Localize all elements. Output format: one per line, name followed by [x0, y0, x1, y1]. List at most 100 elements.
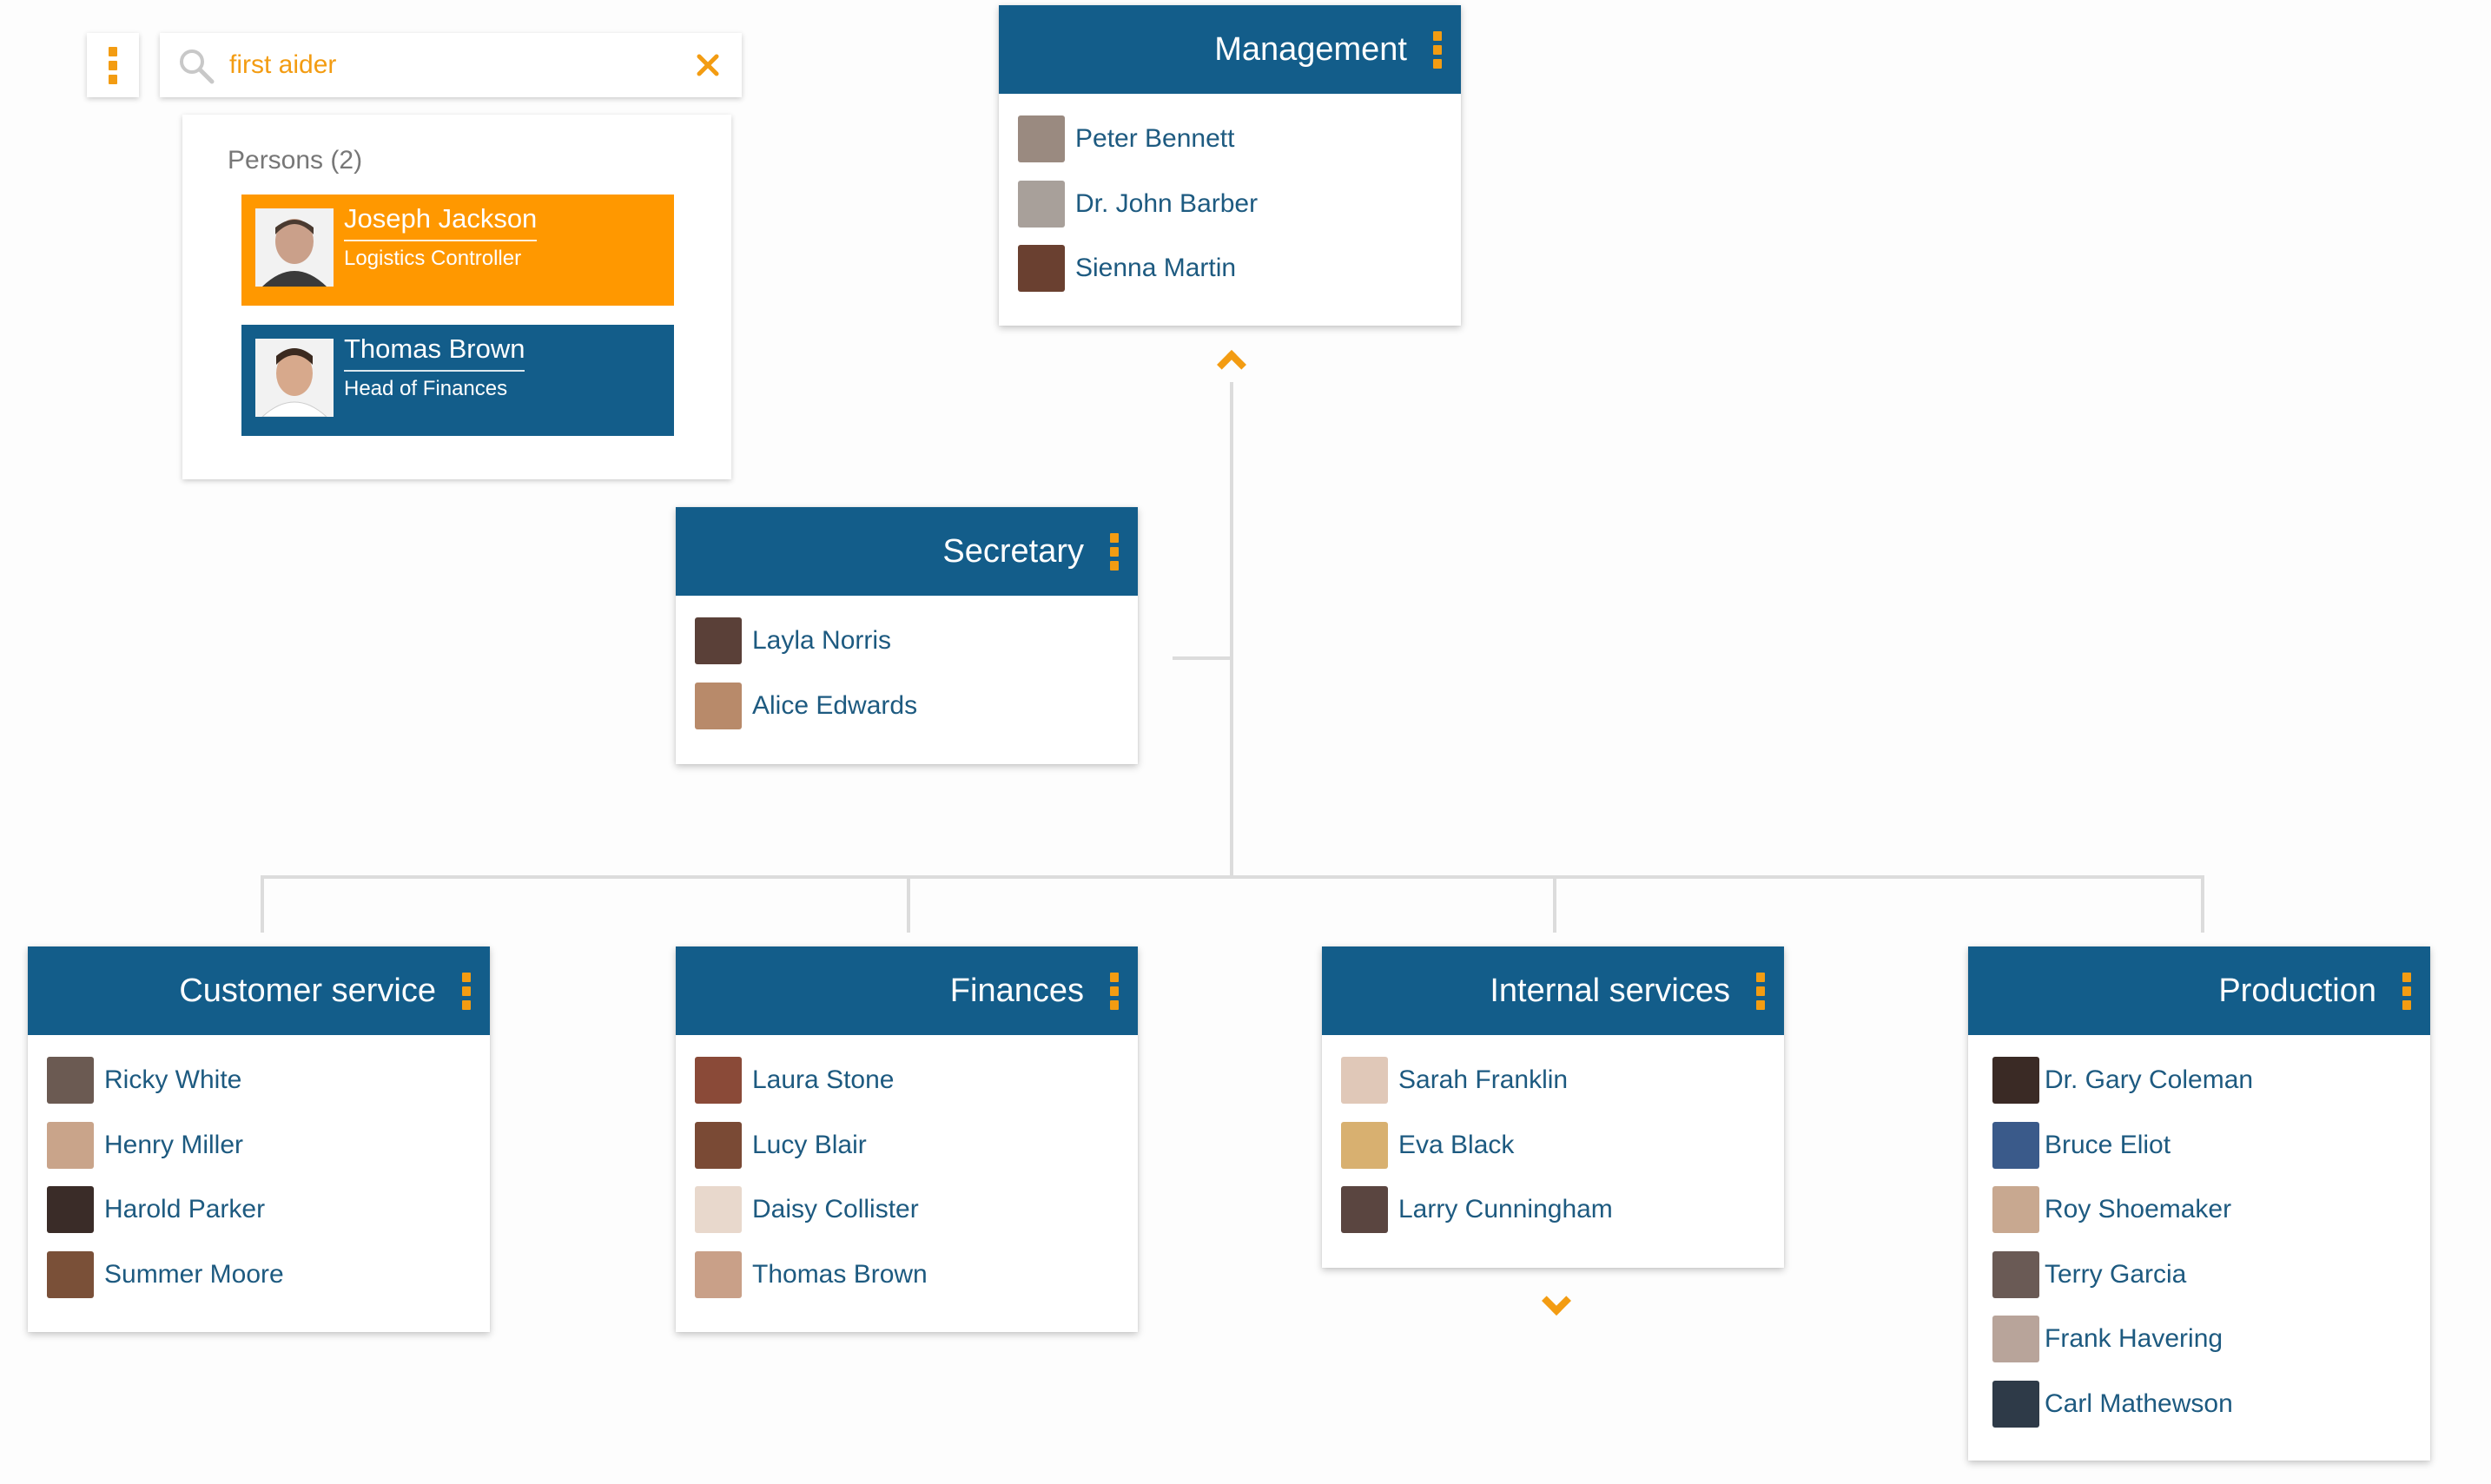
vertical-dots-icon[interactable] [462, 973, 471, 1011]
person-row[interactable]: Ricky White [28, 1047, 490, 1112]
card-secretary: Secretary Layla Norris Alice Edwards [676, 507, 1138, 764]
person-name[interactable]: Dr. Gary Coleman [2045, 1065, 2254, 1094]
person-row[interactable]: Sienna Martin [999, 235, 1461, 300]
person-name[interactable]: Laura Stone [752, 1065, 895, 1094]
chevron-down-icon[interactable] [1542, 1286, 1571, 1316]
avatar [47, 1250, 94, 1298]
person-row[interactable]: Carl Mathewson [1968, 1371, 2430, 1436]
person-row[interactable]: Lucy Blair [676, 1112, 1138, 1177]
card-finances: Finances Laura Stone Lucy Blair Daisy Co… [676, 946, 1138, 1332]
person-row[interactable]: Eva Black [1322, 1112, 1784, 1177]
card-header[interactable]: Finances [676, 946, 1138, 1035]
person-row[interactable]: Dr. Gary Coleman [1968, 1047, 2430, 1112]
result-name[interactable]: Joseph Jackson [344, 203, 538, 241]
card-header[interactable]: Production [1968, 946, 2430, 1035]
person-row[interactable]: Daisy Collister [676, 1177, 1138, 1242]
avatar [1992, 1186, 2039, 1233]
vertical-dots-icon[interactable] [1110, 973, 1119, 1011]
results-count-label: Persons (2) [228, 146, 363, 175]
person-name[interactable]: Dr. John Barber [1075, 188, 1259, 218]
avatar [1992, 1121, 2039, 1169]
person-row[interactable]: Frank Havering [1968, 1306, 2430, 1371]
person-row[interactable]: Harold Parker [28, 1177, 490, 1242]
result-name[interactable]: Thomas Brown [344, 333, 525, 372]
connector-secretary [1173, 656, 1232, 660]
person-row[interactable]: Terry Garcia [1968, 1242, 2430, 1307]
person-name[interactable]: Sienna Martin [1075, 254, 1237, 282]
person-row[interactable]: Larry Cunningham [1322, 1177, 1784, 1242]
result-item[interactable]: Joseph Jackson Logistics Controller [241, 195, 674, 306]
close-x-icon[interactable] [697, 54, 719, 76]
avatar [695, 1057, 742, 1104]
avatar [695, 1121, 742, 1169]
connector-production [2201, 875, 2204, 933]
vertical-dots-icon[interactable] [1110, 533, 1119, 571]
vertical-dots-icon[interactable] [2402, 973, 2411, 1011]
person-row[interactable]: Peter Bennett [999, 106, 1461, 171]
avatar [695, 682, 742, 729]
options-menu-button[interactable] [87, 33, 139, 97]
avatar [255, 208, 334, 287]
person-row[interactable]: Sarah Franklin [1322, 1047, 1784, 1112]
search-box[interactable]: first aider [160, 33, 742, 97]
person-row[interactable]: Bruce Eliot [1968, 1112, 2430, 1177]
person-name[interactable]: Harold Parker [104, 1195, 266, 1223]
card-header[interactable]: Secretary [676, 507, 1138, 596]
search-input[interactable]: first aider [229, 50, 337, 79]
card-customer-service: Customer service Ricky White Henry Mille… [28, 946, 490, 1332]
card-internal-services: Internal services Sarah Franklin Eva Bla… [1322, 946, 1784, 1268]
person-name[interactable]: Daisy Collister [752, 1195, 919, 1223]
person-row[interactable]: Laura Stone [676, 1047, 1138, 1112]
card-title: Customer service [179, 973, 436, 1009]
card-title: Internal services [1490, 973, 1730, 1009]
avatar [47, 1186, 94, 1233]
person-name[interactable]: Alice Edwards [752, 690, 918, 720]
vertical-dots-icon[interactable] [1433, 31, 1442, 69]
connector-horizontal [261, 875, 2204, 879]
person-row[interactable]: Summer Moore [28, 1242, 490, 1307]
person-name[interactable]: Sarah Franklin [1398, 1065, 1569, 1094]
connector-customer-service [261, 875, 264, 933]
card-header[interactable]: Internal services [1322, 946, 1784, 1035]
avatar [1992, 1250, 2039, 1298]
connector-internal-services [1553, 875, 1556, 933]
result-role: Logistics Controller [344, 247, 522, 270]
person-name[interactable]: Lucy Blair [752, 1130, 867, 1159]
person-name[interactable]: Frank Havering [2045, 1324, 2223, 1353]
card-header[interactable]: Management [999, 5, 1461, 94]
person-name[interactable]: Carl Mathewson [2045, 1388, 2233, 1418]
avatar [47, 1057, 94, 1104]
person-row[interactable]: Layla Norris [676, 608, 1138, 673]
result-role: Head of Finances [344, 377, 508, 400]
person-name[interactable]: Peter Bennett [1075, 124, 1235, 153]
person-name[interactable]: Larry Cunningham [1398, 1195, 1613, 1223]
person-name[interactable]: Thomas Brown [752, 1259, 928, 1289]
person-name[interactable]: Eva Black [1398, 1130, 1515, 1159]
avatar [255, 339, 334, 417]
vertical-dots-icon[interactable] [1756, 973, 1765, 1011]
avatar [1018, 115, 1065, 162]
person-name[interactable]: Bruce Eliot [2045, 1130, 2171, 1159]
person-name[interactable]: Summer Moore [104, 1259, 284, 1289]
chevron-up-icon[interactable] [1217, 350, 1246, 379]
person-name[interactable]: Layla Norris [752, 626, 892, 655]
person-row[interactable]: Henry Miller [28, 1112, 490, 1177]
connector-vertical-main [1230, 382, 1233, 877]
avatar [1018, 180, 1065, 228]
card-header[interactable]: Customer service [28, 946, 490, 1035]
person-name[interactable]: Henry Miller [104, 1130, 244, 1159]
person-name[interactable]: Ricky White [104, 1065, 242, 1094]
result-item[interactable]: Thomas Brown Head of Finances [241, 325, 674, 436]
person-name[interactable]: Terry Garcia [2045, 1259, 2187, 1289]
person-row[interactable]: Alice Edwards [676, 673, 1138, 738]
avatar [1018, 245, 1065, 292]
person-row[interactable]: Dr. John Barber [999, 171, 1461, 236]
avatar [695, 1250, 742, 1298]
person-row[interactable]: Roy Shoemaker [1968, 1177, 2430, 1242]
card-production: Production Dr. Gary Coleman Bruce Eliot … [1968, 946, 2430, 1461]
connector-finances [907, 875, 910, 933]
person-name[interactable]: Roy Shoemaker [2045, 1195, 2232, 1223]
avatar [695, 617, 742, 664]
avatar [1341, 1057, 1388, 1104]
person-row[interactable]: Thomas Brown [676, 1242, 1138, 1307]
